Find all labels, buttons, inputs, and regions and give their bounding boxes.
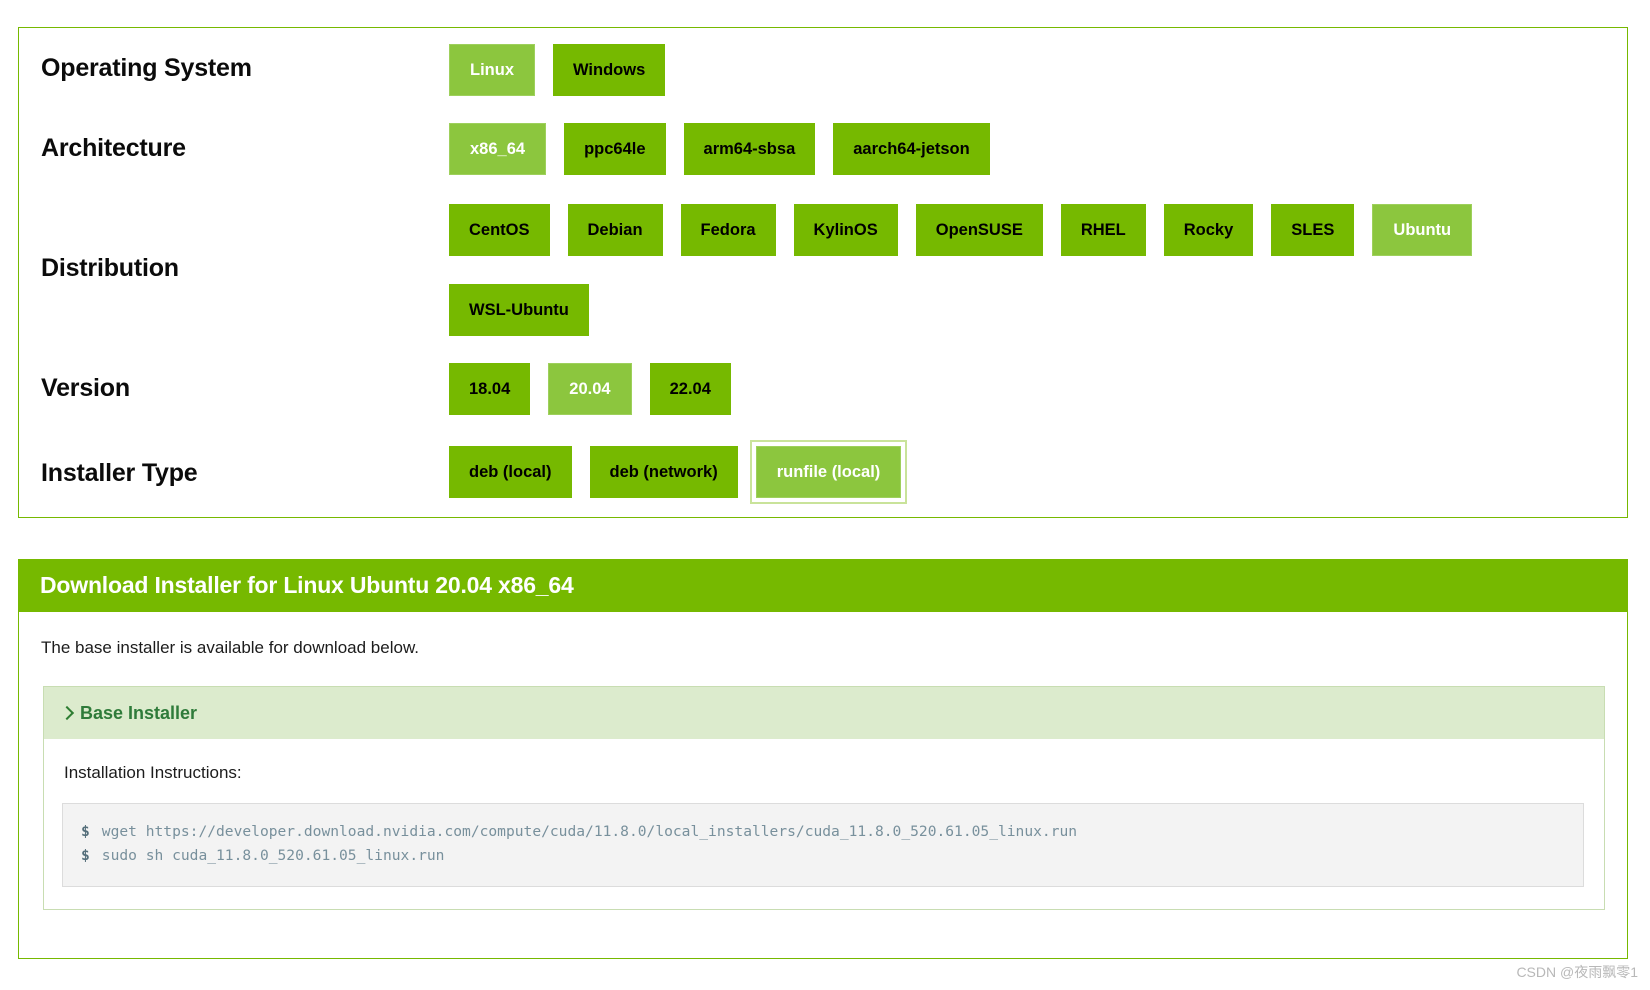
base-installer-accordion-header[interactable]: Base Installer: [44, 687, 1604, 739]
row-label-version: Version: [41, 373, 130, 402]
code-line: $ sudo sh cuda_11.8.0_520.61.05_linux.run: [81, 844, 1565, 868]
row-label-architecture: Architecture: [41, 133, 186, 162]
download-panel: Download Installer for Linux Ubuntu 20.0…: [18, 559, 1628, 959]
option-x86-64[interactable]: x86_64: [449, 123, 547, 175]
option-debian[interactable]: Debian: [567, 204, 663, 256]
csdn-watermark: CSDN @夜雨飘零1: [1516, 964, 1638, 980]
command-text: sudo sh cuda_11.8.0_520.61.05_linux.run: [101, 847, 445, 864]
option-opensuse[interactable]: OpenSUSE: [915, 204, 1043, 256]
install-commands-code-block[interactable]: $ wget https://developer.download.nvidia.…: [62, 803, 1584, 887]
shell-prompt-icon: $: [81, 847, 90, 864]
option-ppc64le[interactable]: ppc64le: [564, 123, 666, 175]
option-ubuntu[interactable]: Ubuntu: [1372, 204, 1473, 256]
options-architecture: x86_64 ppc64le arm64-sbsa aarch64-jetson: [449, 108, 1627, 175]
option-wsl-ubuntu[interactable]: WSL-Ubuntu: [449, 284, 589, 336]
base-installer-accordion: Base Installer Installation Instructions…: [43, 686, 1605, 910]
selector-row-version: Version 18.04 20.04 22.04: [19, 348, 1627, 428]
option-centos[interactable]: CentOS: [449, 204, 550, 256]
option-22-04[interactable]: 22.04: [649, 363, 731, 415]
option-aarch64-jetson[interactable]: aarch64-jetson: [833, 123, 990, 175]
selector-row-architecture: Architecture x86_64 ppc64le arm64-sbsa a…: [19, 108, 1627, 188]
option-linux[interactable]: Linux: [449, 44, 535, 96]
cuda-selector-panel: Operating System Linux Windows Architect…: [18, 27, 1628, 518]
option-18-04[interactable]: 18.04: [449, 363, 531, 415]
option-rocky[interactable]: Rocky: [1163, 204, 1254, 256]
option-runfile-local[interactable]: runfile (local): [755, 446, 902, 498]
command-text: wget https://developer.download.nvidia.c…: [101, 823, 1078, 840]
option-sles[interactable]: SLES: [1271, 204, 1355, 256]
option-fedora[interactable]: Fedora: [680, 204, 776, 256]
chevron-right-icon: [61, 706, 73, 720]
options-operating-system: Linux Windows: [449, 28, 1627, 96]
selector-row-installer-type: Installer Type deb (local) deb (network)…: [19, 428, 1627, 518]
row-label-operating-system: Operating System: [41, 53, 252, 82]
selector-row-operating-system: Operating System Linux Windows: [19, 28, 1627, 108]
options-distribution: CentOS Debian Fedora KylinOS OpenSUSE RH…: [449, 188, 1627, 364]
option-windows[interactable]: Windows: [553, 44, 666, 96]
option-rhel[interactable]: RHEL: [1060, 204, 1146, 256]
code-line: $ wget https://developer.download.nvidia.…: [81, 820, 1565, 844]
option-kylinos[interactable]: KylinOS: [793, 204, 898, 256]
option-deb-local[interactable]: deb (local): [449, 446, 572, 498]
row-label-distribution: Distribution: [41, 253, 179, 282]
option-deb-network[interactable]: deb (network): [589, 446, 738, 498]
download-subtitle: The base installer is available for down…: [41, 638, 420, 657]
options-installer-type: deb (local) deb (network) runfile (local…: [449, 428, 1627, 498]
option-20-04[interactable]: 20.04: [548, 363, 632, 415]
base-installer-title: Base Installer: [80, 702, 198, 723]
base-installer-body: Installation Instructions: $ wget https:/…: [44, 739, 1604, 909]
download-panel-header: Download Installer for Linux Ubuntu 20.0…: [18, 559, 1628, 612]
option-arm64-sbsa[interactable]: arm64-sbsa: [683, 123, 816, 175]
shell-prompt-icon: $: [81, 823, 90, 840]
row-label-installer-type: Installer Type: [41, 458, 198, 487]
selector-row-distribution: Distribution CentOS Debian Fedora KylinO…: [19, 188, 1627, 348]
installation-instructions-label: Installation Instructions:: [64, 763, 242, 782]
options-version: 18.04 20.04 22.04: [449, 348, 1627, 415]
